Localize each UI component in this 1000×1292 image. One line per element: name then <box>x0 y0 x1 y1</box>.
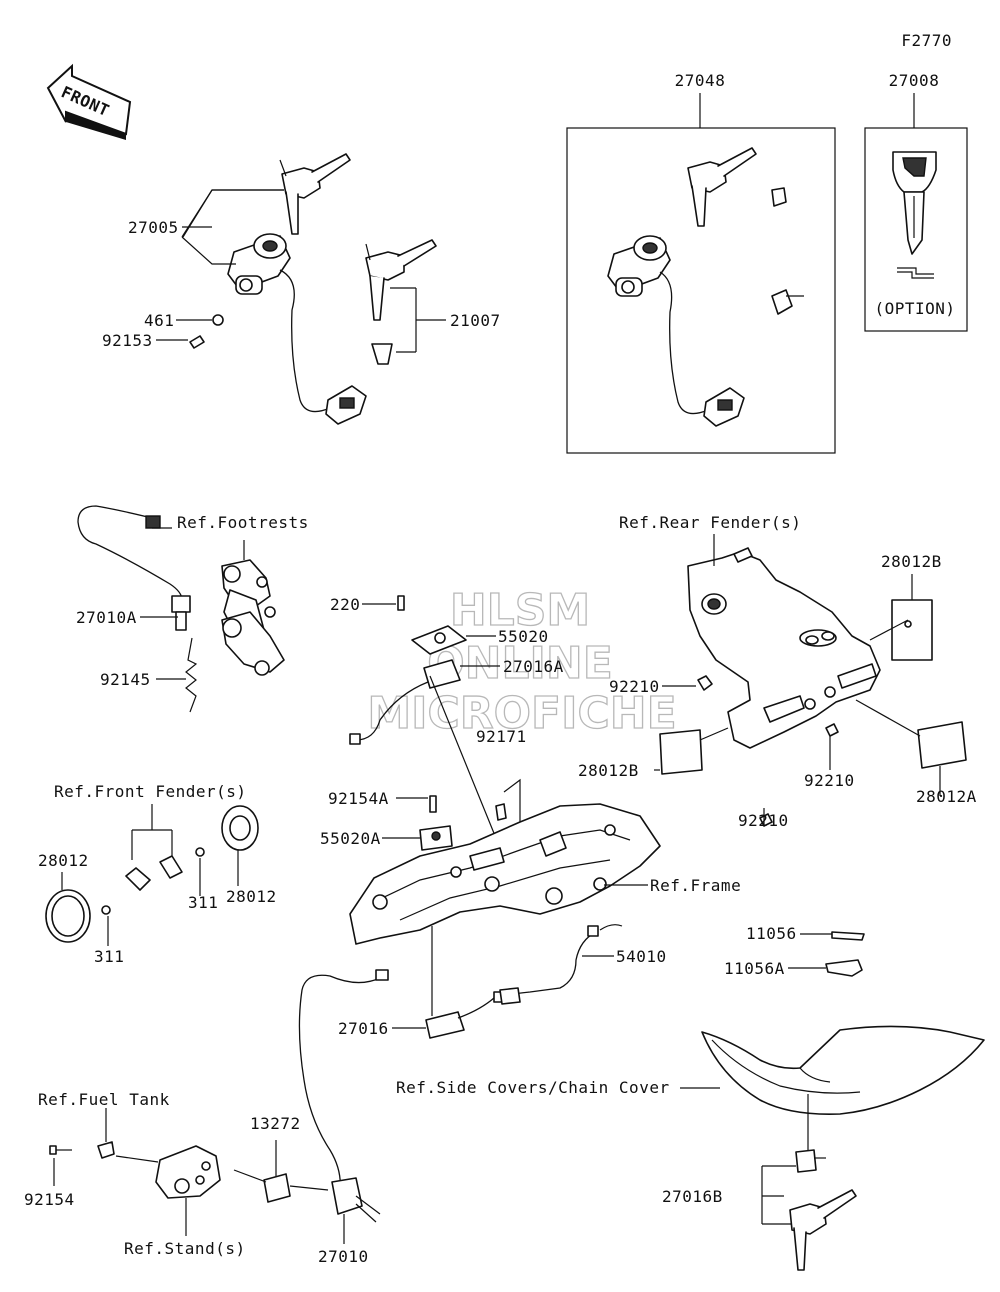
label-ref-side-covers: Ref.Side Covers/Chain Cover <box>396 1078 670 1097</box>
label-28012A: 28012A <box>916 787 977 806</box>
option-27008-box <box>864 127 968 332</box>
front-arrow-icon: FRONT <box>46 63 132 140</box>
label-92171: 92171 <box>476 727 527 746</box>
label-28012B-top: 28012B <box>881 552 942 571</box>
label-311-b: 311 <box>94 947 124 966</box>
label-54010: 54010 <box>616 947 667 966</box>
lock-27016B <box>761 1094 857 1271</box>
label-ref-front-fender: Ref.Front Fender(s) <box>54 782 247 801</box>
bracket-13272 <box>233 1140 329 1203</box>
label-92154A: 92154A <box>328 789 389 808</box>
watermark-line3: MICROFICHE <box>367 688 676 739</box>
label-92153: 92153 <box>102 331 153 350</box>
label-28012-right: 28012 <box>226 887 277 906</box>
frame <box>349 803 661 945</box>
nuts-92210 <box>662 675 839 827</box>
ignition-switch-27005 <box>227 233 367 425</box>
label-13272: 13272 <box>250 1114 301 1133</box>
label-27010A: 27010A <box>76 608 137 627</box>
label-92154: 92154 <box>24 1190 75 1209</box>
seat-lock-parts <box>349 595 521 851</box>
label-28012B-mid: 28012B <box>578 761 639 780</box>
label-27008: 27008 <box>889 71 940 90</box>
switch-27016 <box>392 926 495 1039</box>
key-set-27005 <box>279 153 351 235</box>
label-27016: 27016 <box>338 1019 389 1038</box>
watermark-line1: HLSM <box>450 585 590 636</box>
side-stand-switch-27010 <box>331 1177 381 1244</box>
wire-27010 <box>298 969 389 1191</box>
label-ref-fuel-tank: Ref.Fuel Tank <box>38 1090 170 1109</box>
label-option: (OPTION) <box>874 299 955 318</box>
footrest-bracket <box>221 540 285 676</box>
side-cover <box>701 1025 985 1116</box>
reflector-28012B-mid <box>659 727 729 775</box>
label-92210-c: 92210 <box>804 771 855 790</box>
reflector-28012A <box>855 699 967 769</box>
label-27016A: 27016A <box>503 657 564 676</box>
label-21007: 21007 <box>450 311 501 330</box>
label-ref-rear-fender: Ref.Rear Fender(s) <box>619 513 801 532</box>
label-ref-stand: Ref.Stand(s) <box>124 1239 246 1258</box>
label-461: 461 <box>144 311 174 330</box>
label-92210-b: 92210 <box>738 811 789 830</box>
part-labels: 27048 27008 (OPTION) 27005 461 92153 210… <box>24 71 977 1266</box>
label-311-a: 311 <box>188 893 218 912</box>
label-27048: 27048 <box>675 71 726 90</box>
label-27010: 27010 <box>318 1247 369 1266</box>
label-ref-frame: Ref.Frame <box>650 876 741 895</box>
reflector-28012B-top <box>869 599 933 661</box>
label-220: 220 <box>330 595 360 614</box>
rear-fender <box>687 534 881 749</box>
seat-lock-bracket-11056 <box>788 931 865 977</box>
label-92145: 92145 <box>100 670 151 689</box>
label-ref-footrests: Ref.Footrests <box>177 513 309 532</box>
front-fender-parts <box>45 804 259 946</box>
side-stand-switch-27010A <box>77 505 191 631</box>
kit-27048-box <box>566 127 836 454</box>
label-11056: 11056 <box>746 924 797 943</box>
wire-54010 <box>493 924 623 1005</box>
label-27005: 27005 <box>128 218 179 237</box>
key-set-21007 <box>365 239 437 365</box>
label-27016B: 27016B <box>662 1187 723 1206</box>
label-55020: 55020 <box>498 627 549 646</box>
kit-27048-parts <box>607 147 804 427</box>
label-55020A: 55020A <box>320 829 381 848</box>
stand-parts <box>49 1108 221 1236</box>
spring-92145 <box>185 637 198 713</box>
label-11056A: 11056A <box>724 959 785 978</box>
label-92210-a: 92210 <box>609 677 660 696</box>
diagram-code: F2770 <box>901 31 952 50</box>
label-28012-left: 28012 <box>38 851 89 870</box>
watermark: HLSM ONLINE MICROFICHE <box>367 584 678 739</box>
key-27008 <box>892 151 937 279</box>
